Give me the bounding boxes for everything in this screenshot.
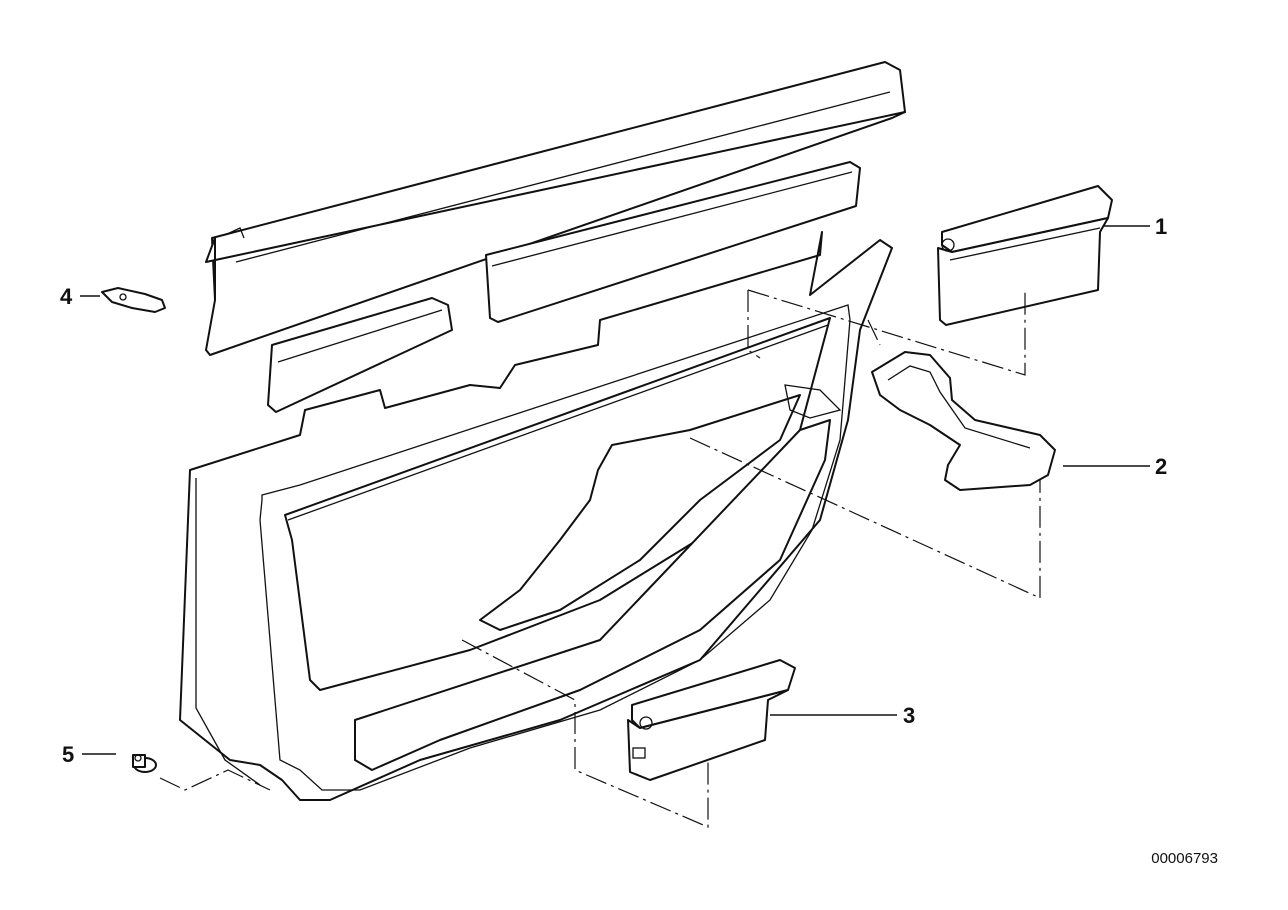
- assembly-lines: [159, 289, 1041, 828]
- upper-trim-strip: [205, 61, 906, 356]
- part-5-screw: [132, 754, 157, 773]
- middle-trim-strip-left: [267, 297, 453, 413]
- middle-trim-strip-right: [485, 161, 861, 323]
- callout-3: 3: [903, 703, 915, 728]
- diagram-number: 00006793: [1151, 850, 1218, 867]
- callout-4: 4: [60, 284, 73, 309]
- door-panel: [179, 231, 893, 801]
- part-2-pull-handle: [871, 351, 1056, 491]
- callout-2: 2: [1155, 454, 1167, 479]
- part-4-clip: [101, 287, 166, 313]
- part-3-lower-pocket: [627, 659, 796, 781]
- part-1-handle-box: [937, 185, 1113, 326]
- callout-5: 5: [62, 742, 74, 767]
- callout-1: 1: [1155, 214, 1167, 239]
